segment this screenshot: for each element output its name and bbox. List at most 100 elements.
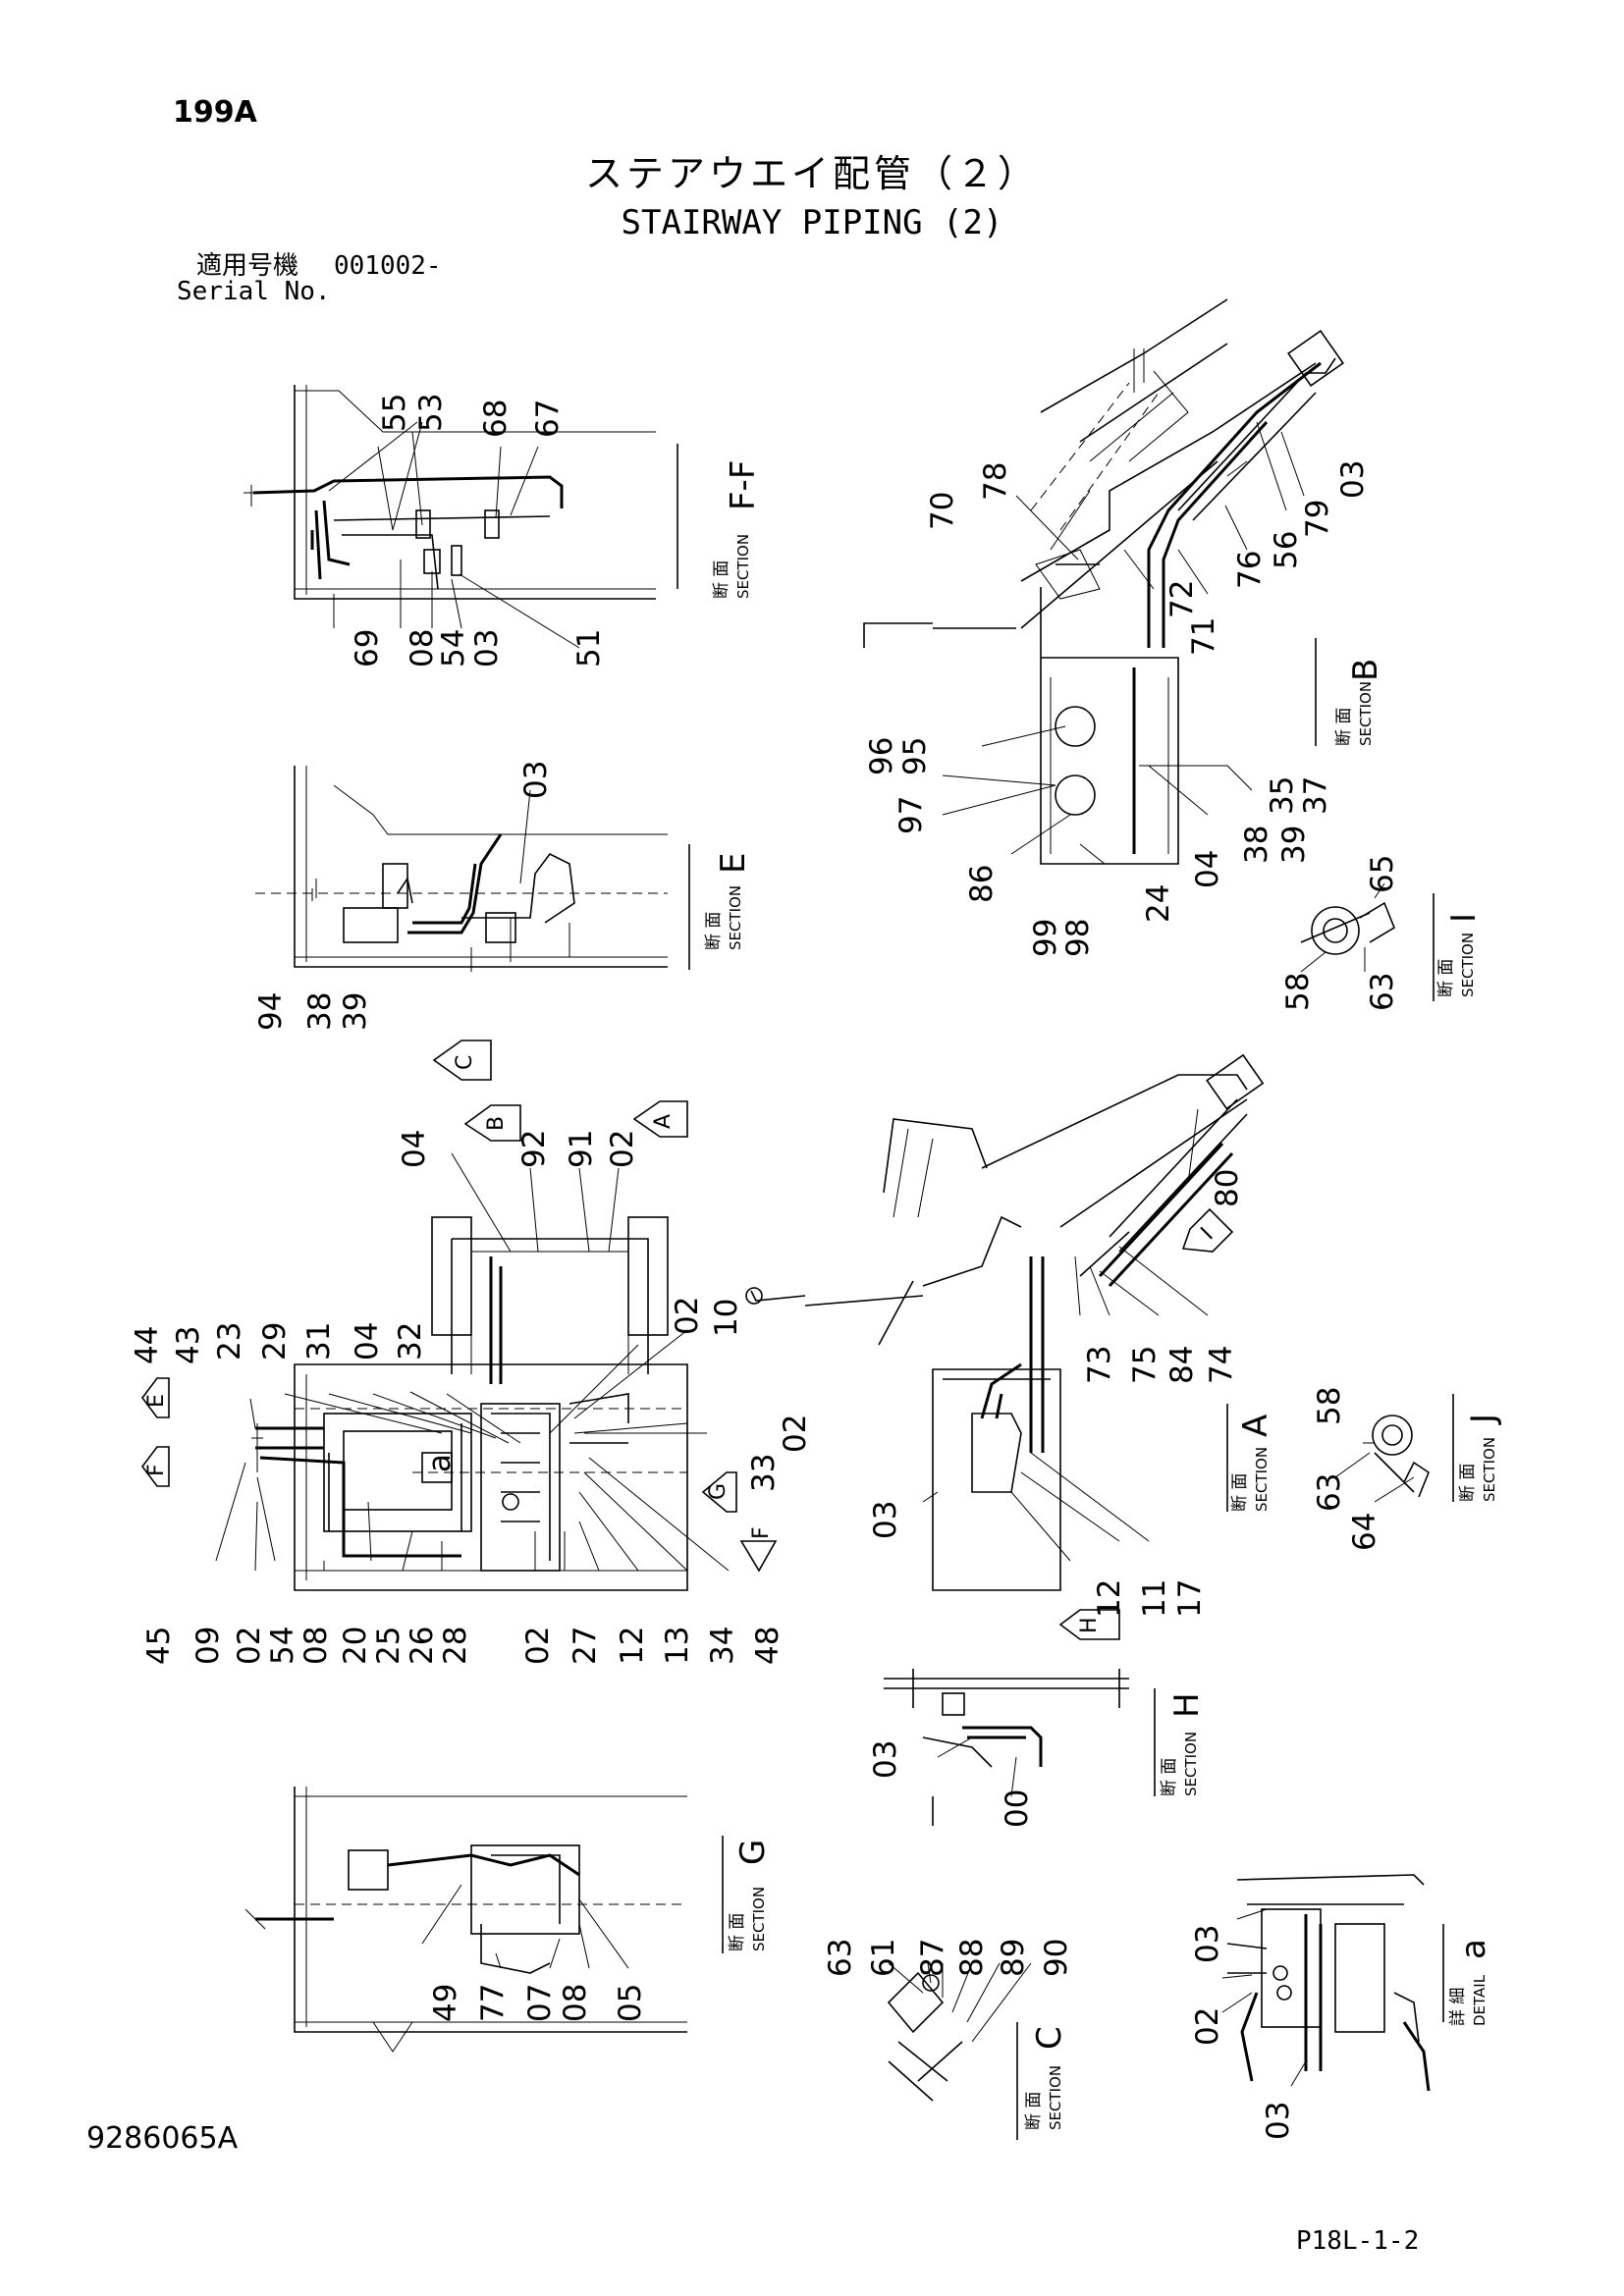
callout-29: 29 xyxy=(257,1322,293,1361)
callout-20: 20 xyxy=(338,1627,373,1665)
callout-80: 80 xyxy=(1210,1169,1245,1207)
section-i-callouts: 65 58 63 xyxy=(1280,855,1400,1011)
section-g-view xyxy=(244,1787,687,2053)
section-a-view xyxy=(745,1053,1265,1591)
section-h-word: SECTION xyxy=(1182,1732,1200,1796)
detail-a-letter: a xyxy=(1454,1939,1493,1959)
callout-02: 02 xyxy=(778,1415,813,1453)
callout-69: 69 xyxy=(350,629,385,667)
section-a-label: A 断 面 SECTION xyxy=(1226,1404,1275,1512)
callout-98: 98 xyxy=(1060,919,1096,957)
section-g-letter: G xyxy=(733,1840,773,1865)
callout-04: 04 xyxy=(1190,850,1225,888)
section-i-label: I 断 面 SECTION xyxy=(1433,893,1484,1001)
serial-value: 001002- xyxy=(334,251,442,281)
callout-08: 08 xyxy=(558,1984,593,2022)
section-ff-word: SECTION xyxy=(734,534,752,599)
callout-89: 89 xyxy=(996,1939,1031,1977)
callout-84: 84 xyxy=(1164,1346,1200,1384)
title-english: STAIRWAY PIPING (2) xyxy=(621,203,1003,242)
section-c-word: SECTION xyxy=(1047,2065,1064,2130)
section-g-label: G 断 面 SECTION xyxy=(722,1836,773,1953)
section-j-callouts: 58 63 64 xyxy=(1312,1387,1382,1551)
section-h-callouts: 03 00 xyxy=(868,1740,1035,1828)
main-plan-callouts: 04 92 91 02 44 43 23 29 31 04 32 02 10 0… xyxy=(130,1130,813,1665)
callout-48: 48 xyxy=(750,1627,785,1665)
section-e-label: E 断 面 SECTION xyxy=(688,844,753,970)
section-h-word-ja: 断 面 xyxy=(1160,1758,1179,1796)
drawing-number: 9286065A xyxy=(86,2121,239,2156)
callout-12: 12 xyxy=(1092,1579,1127,1618)
view-arrow-f: F xyxy=(144,1464,169,1476)
callout-04: 04 xyxy=(397,1130,432,1168)
section-c-word-ja: 断 面 xyxy=(1024,2092,1044,2130)
callout-91: 91 xyxy=(564,1130,599,1168)
section-b-view xyxy=(863,298,1344,865)
view-arrow-f2: F xyxy=(749,1526,774,1539)
callout-87: 87 xyxy=(915,1939,950,1977)
callout-63: 63 xyxy=(1365,973,1400,1011)
callout-00: 00 xyxy=(1000,1789,1035,1828)
callout-25: 25 xyxy=(371,1627,406,1665)
callout-08: 08 xyxy=(405,629,440,667)
callout-24: 24 xyxy=(1141,884,1176,923)
callout-28: 28 xyxy=(438,1627,473,1665)
callout-11: 11 xyxy=(1137,1579,1172,1618)
section-j-word-ja: 断 面 xyxy=(1458,1464,1478,1502)
section-g-word: SECTION xyxy=(750,1887,768,1951)
section-i-letter: I xyxy=(1444,913,1484,923)
view-arrow-i: I xyxy=(1197,1223,1218,1245)
callout-34: 34 xyxy=(705,1627,740,1665)
section-ff-letter: F-F xyxy=(724,460,763,510)
callout-75: 75 xyxy=(1127,1346,1163,1384)
view-arrow-a: A xyxy=(651,1114,676,1129)
callout-67: 67 xyxy=(530,400,566,438)
callout-72: 72 xyxy=(1164,580,1200,618)
detail-a-word: DETAIL xyxy=(1471,1974,1489,2026)
callout-77: 77 xyxy=(475,1984,511,2022)
callout-09: 09 xyxy=(190,1627,226,1665)
callout-08: 08 xyxy=(298,1627,334,1665)
section-b-label: B 断 面 SECTION xyxy=(1315,638,1385,746)
callout-97: 97 xyxy=(893,796,929,834)
section-e-callouts: 03 94 38 39 xyxy=(253,761,554,1031)
callout-63: 63 xyxy=(1312,1473,1347,1512)
main-plan-view xyxy=(215,1152,730,1591)
section-c-label: C 断 面 SECTION xyxy=(1016,2022,1069,2140)
callout-55: 55 xyxy=(377,394,412,432)
callout-35: 35 xyxy=(1265,776,1300,815)
serial-label-english: Serial No. xyxy=(177,277,331,306)
callout-03: 03 xyxy=(1261,2102,1296,2140)
callout-51: 51 xyxy=(571,629,607,667)
callout-79: 79 xyxy=(1300,500,1335,538)
callout-71: 71 xyxy=(1186,617,1221,656)
callout-65: 65 xyxy=(1365,855,1400,893)
serial-label-japanese: 適用号機 xyxy=(196,251,299,281)
callout-49: 49 xyxy=(428,1984,463,2022)
callout-43: 43 xyxy=(171,1326,206,1364)
callout-54: 54 xyxy=(265,1627,300,1665)
callout-13: 13 xyxy=(660,1627,695,1665)
section-h-letter: H xyxy=(1167,1692,1207,1718)
section-j-view xyxy=(1334,1415,1430,1503)
section-e-view xyxy=(255,766,668,972)
section-a-word-ja: 断 面 xyxy=(1230,1473,1250,1512)
callout-73: 73 xyxy=(1082,1346,1117,1384)
callout-07: 07 xyxy=(522,1984,558,2022)
callout-33: 33 xyxy=(746,1454,782,1492)
callout-02: 02 xyxy=(1190,2007,1225,2046)
callout-02: 02 xyxy=(605,1130,640,1168)
section-ff-label: F-F 断 面 SECTION xyxy=(677,444,763,599)
callout-54: 54 xyxy=(436,629,471,667)
callout-56: 56 xyxy=(1269,531,1304,569)
callout-38: 38 xyxy=(1239,826,1274,864)
callout-26: 26 xyxy=(405,1627,440,1665)
detail-a-view xyxy=(1221,1874,1431,2092)
callout-02: 02 xyxy=(520,1627,556,1665)
callout-58: 58 xyxy=(1280,973,1316,1011)
callout-03: 03 xyxy=(868,1501,903,1539)
callout-38: 38 xyxy=(302,992,338,1031)
callout-03: 03 xyxy=(1190,1925,1225,1963)
section-b-callouts: 78 70 03 79 56 76 72 71 96 95 97 35 37 3… xyxy=(864,460,1371,957)
